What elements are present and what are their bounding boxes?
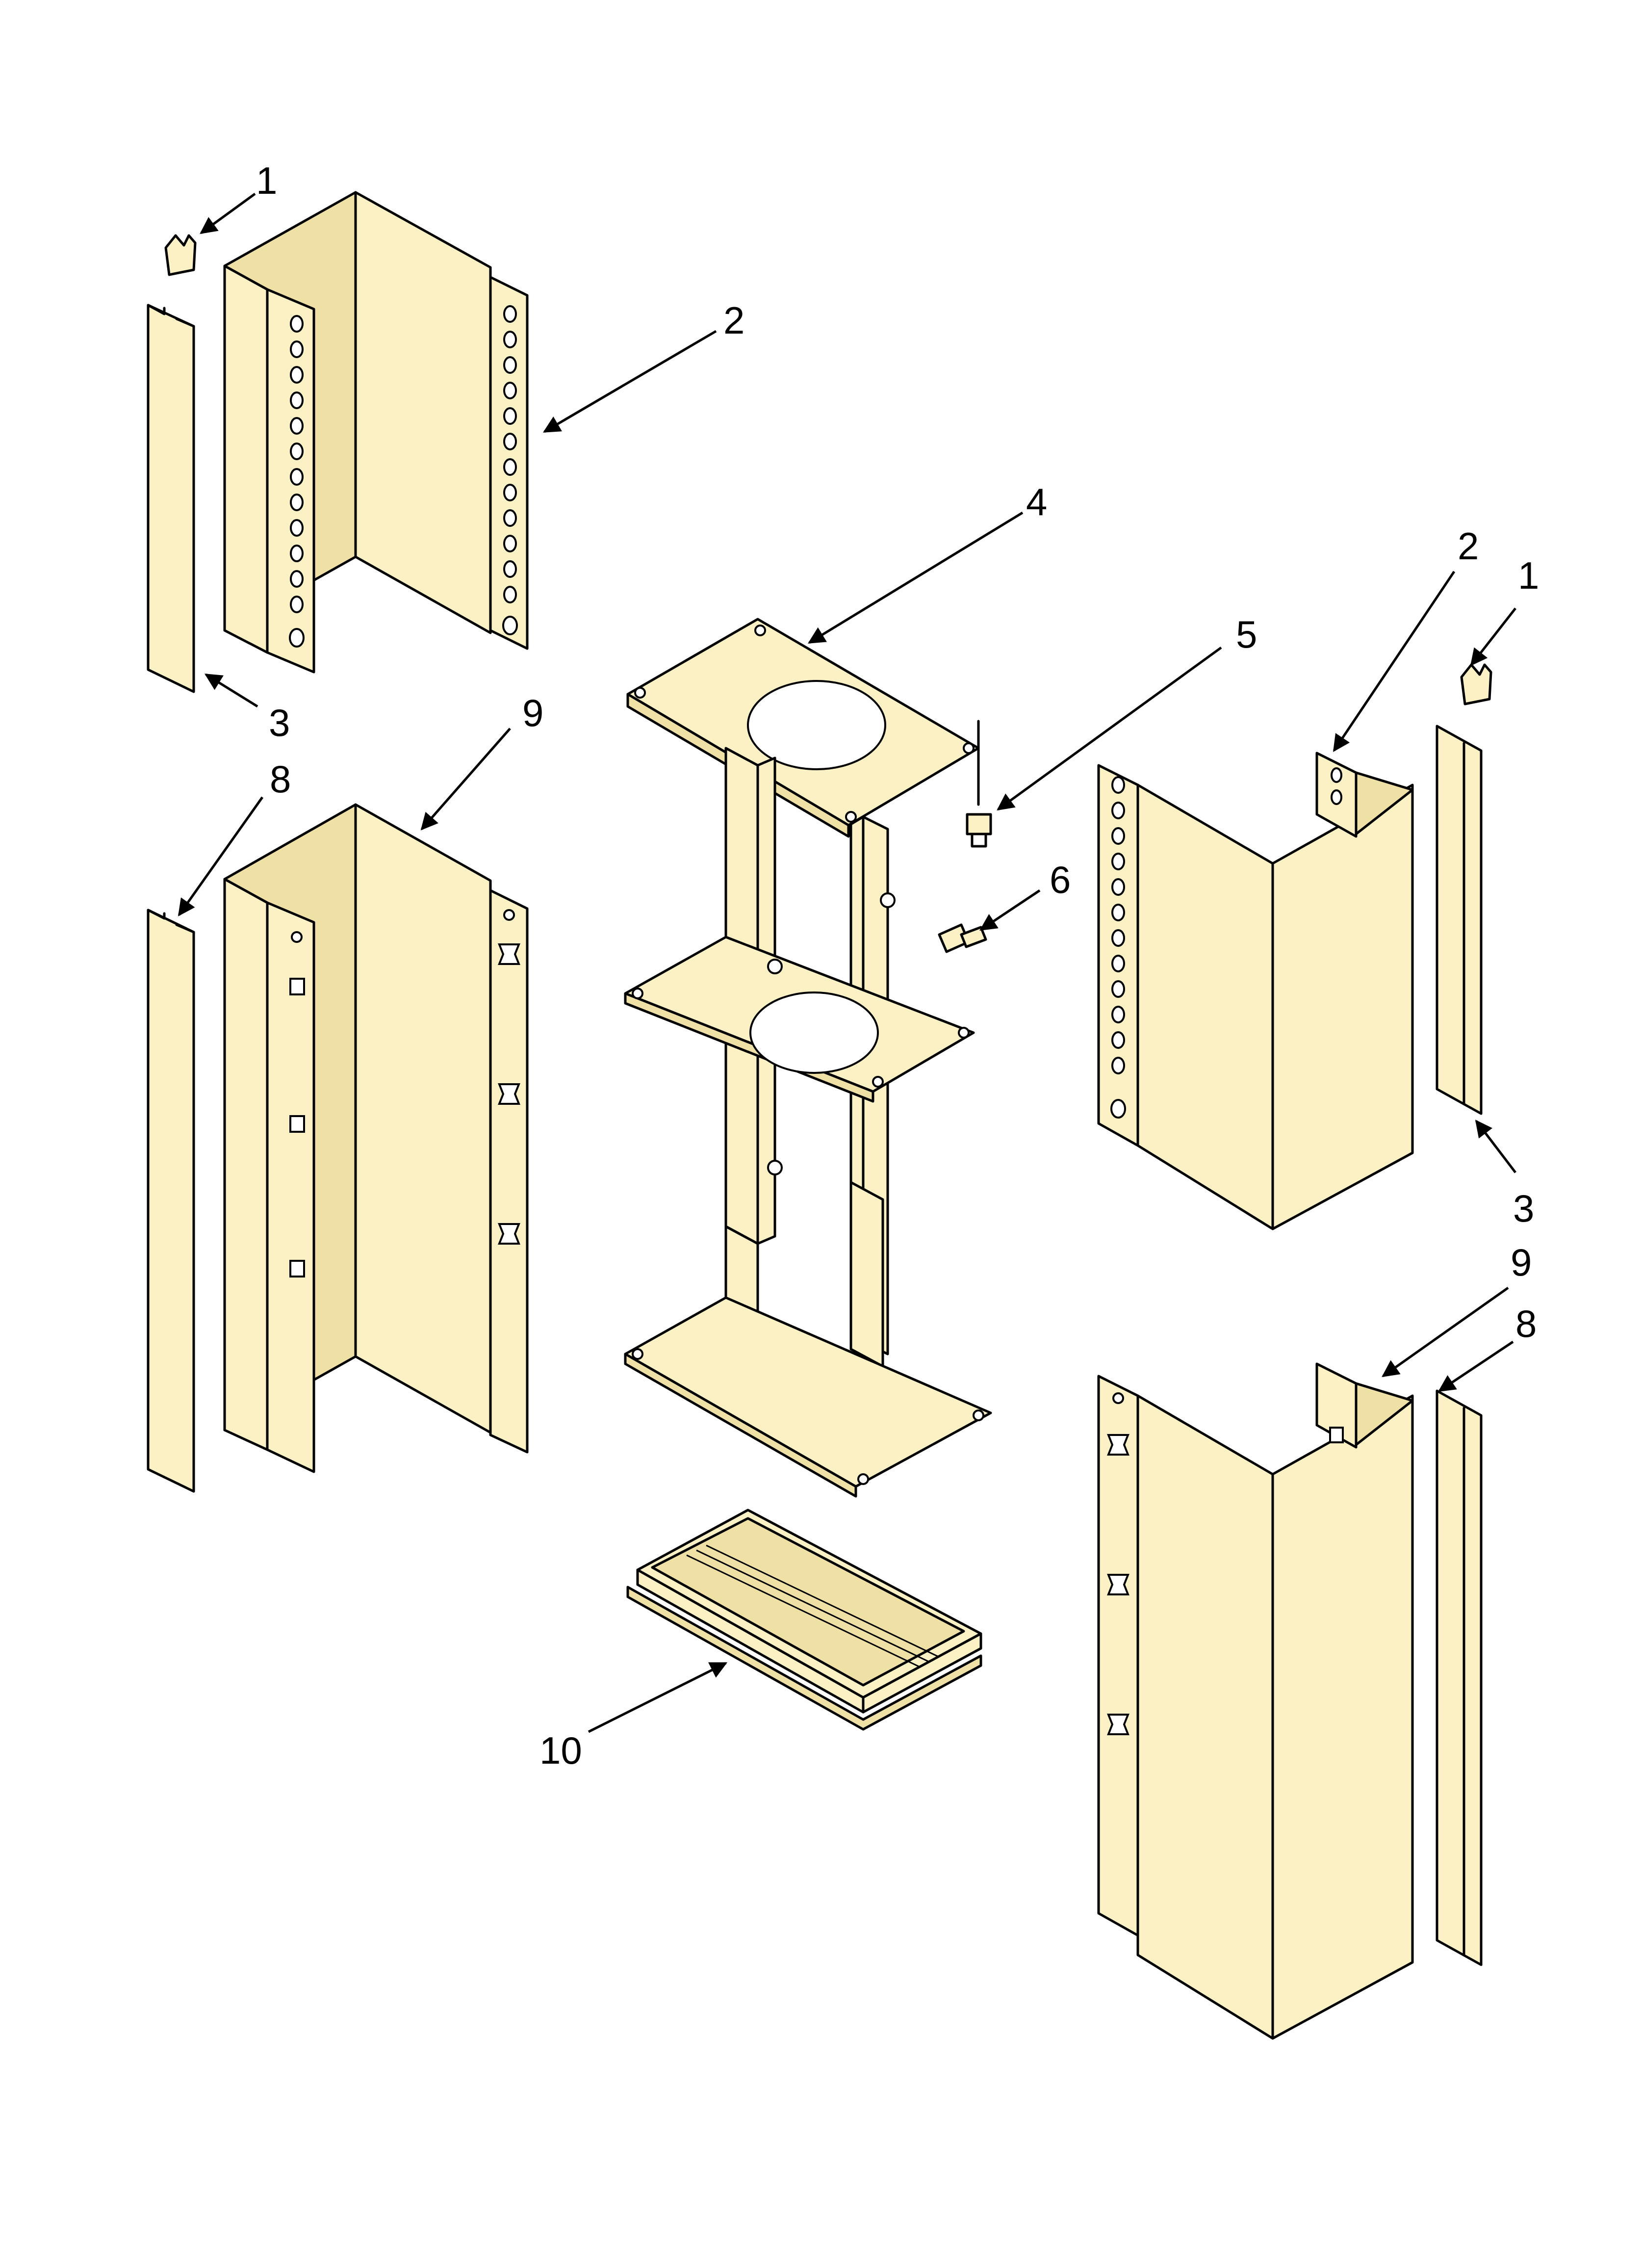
callout-8-left-lower: 8 xyxy=(270,757,291,801)
hole-column-right-upper xyxy=(1110,767,1342,1119)
slot-holes-left-lower xyxy=(289,909,520,1277)
slot-holes-right-lower xyxy=(1107,1392,1344,1735)
callout-1-right: 1 xyxy=(1518,554,1539,597)
leader-lines xyxy=(178,192,1516,1733)
callout-5: 5 xyxy=(1236,613,1257,656)
part-3-trim-right-upper xyxy=(1436,725,1483,1115)
part-4-support-frame xyxy=(624,618,992,1498)
callout-6: 6 xyxy=(1050,858,1071,901)
hole-column-right-strip xyxy=(502,305,518,635)
part-10-tray xyxy=(626,1509,982,1731)
callout-3-left-upper: 3 xyxy=(269,701,290,744)
callout-1-left: 1 xyxy=(256,159,277,202)
part-3-trim-left-upper xyxy=(147,304,195,693)
part-1-clip-left xyxy=(164,234,197,276)
callout-2-right-upper: 2 xyxy=(1458,524,1479,568)
part-6-bolt xyxy=(938,923,987,953)
part-9-duct-cover-left-lower xyxy=(223,803,529,1473)
callout-2-left-upper: 2 xyxy=(723,299,744,342)
part-5-screw xyxy=(966,720,992,848)
callout-8-right-lower: 8 xyxy=(1515,1302,1537,1345)
part-2-duct-cover-left-upper xyxy=(223,191,529,674)
part-8-trim-left-lower xyxy=(147,909,195,1493)
hole-column-left-strip xyxy=(289,315,305,648)
callout-10: 10 xyxy=(539,1729,582,1772)
callout-4: 4 xyxy=(1026,480,1047,523)
part-9-duct-cover-right-lower xyxy=(1097,1362,1414,2040)
part-1-clip-right xyxy=(1460,663,1492,705)
part-2-duct-cover-right-upper xyxy=(1097,752,1414,1230)
callout-labels: 1 2 3 9 8 4 5 6 2 1 3 9 8 10 xyxy=(256,159,1539,1772)
callout-3-right-upper: 3 xyxy=(1513,1187,1534,1230)
callout-9-left-lower: 9 xyxy=(522,691,543,734)
part-8-trim-right-lower xyxy=(1436,1389,1483,1966)
callout-9-right-lower: 9 xyxy=(1511,1241,1532,1284)
